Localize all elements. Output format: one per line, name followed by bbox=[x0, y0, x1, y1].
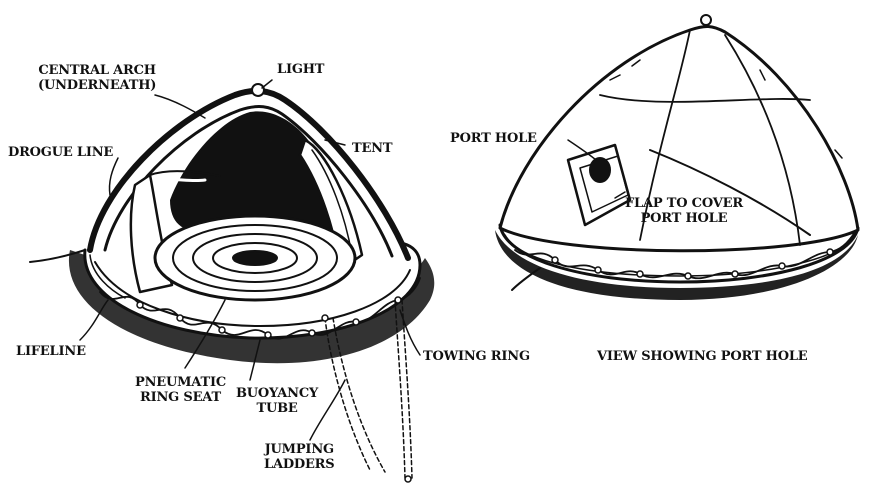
closed-raft-drawing bbox=[495, 15, 858, 300]
label-lifeline: LIFELINE bbox=[16, 344, 86, 359]
label-jumping-line1: JUMPING bbox=[264, 442, 334, 457]
label-flap-line2: PORT HOLE bbox=[625, 211, 743, 226]
label-pneumatic-ring-seat: PNEUMATIC RING SEAT bbox=[135, 375, 226, 405]
light-lamp bbox=[252, 84, 264, 96]
label-buoyancy-tube: BUOYANCY TUBE bbox=[236, 386, 318, 416]
label-light: LIGHT bbox=[277, 62, 324, 77]
port-hole bbox=[590, 158, 610, 182]
label-jumping-ladders: JUMPING LADDERS bbox=[264, 442, 334, 472]
label-tent: TENT bbox=[352, 141, 392, 156]
label-buoyancy-line2: TUBE bbox=[236, 401, 318, 416]
label-flap-line1: FLAP TO COVER bbox=[625, 196, 743, 211]
label-flap-to-cover: FLAP TO COVER PORT HOLE bbox=[625, 196, 743, 226]
pneumatic-ring-seat bbox=[155, 216, 355, 300]
label-pneumatic-line2: RING SEAT bbox=[135, 390, 226, 405]
label-view-showing: VIEW SHOWING PORT HOLE bbox=[597, 349, 808, 364]
label-jumping-line2: LADDERS bbox=[264, 457, 334, 472]
top-ring bbox=[701, 15, 711, 25]
label-pneumatic-line1: PNEUMATIC bbox=[135, 375, 226, 390]
label-buoyancy-line1: BUOYANCY bbox=[236, 386, 318, 401]
label-central-arch-line1: CENTRAL ARCH bbox=[38, 63, 156, 78]
label-central-arch-line2: (UNDERNEATH) bbox=[38, 78, 156, 93]
label-towing-ring: TOWING RING bbox=[423, 349, 530, 364]
label-drogue-line: DROGUE LINE bbox=[8, 145, 113, 160]
label-central-arch: CENTRAL ARCH (UNDERNEATH) bbox=[38, 63, 156, 93]
label-port-hole: PORT HOLE bbox=[450, 131, 537, 146]
